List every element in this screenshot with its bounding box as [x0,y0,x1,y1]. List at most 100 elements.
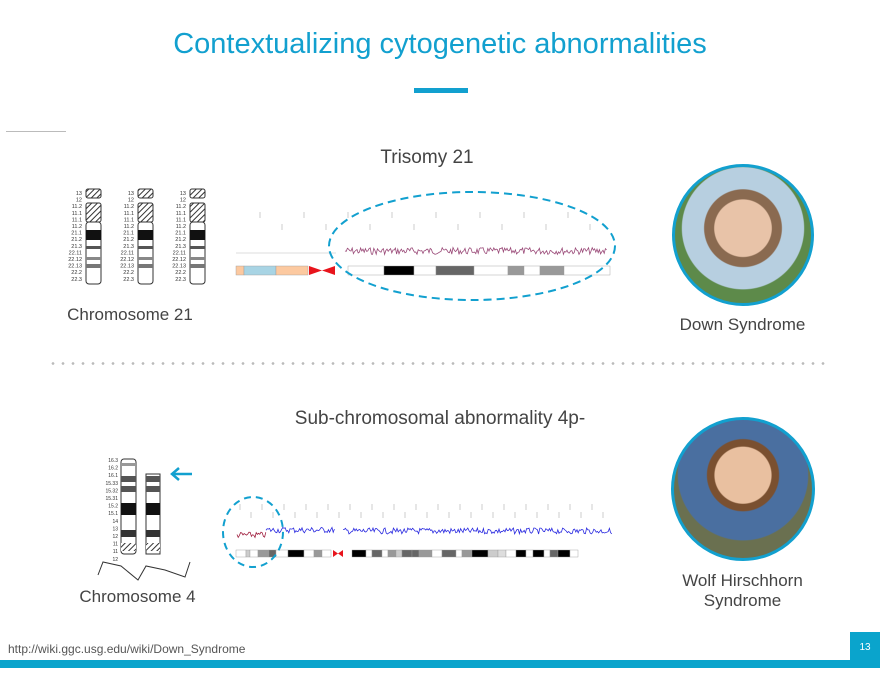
band [86,264,101,268]
band-label: 13 [112,526,118,532]
trisomy-highlight-ellipse [328,191,616,301]
copy-number-trace [343,526,613,536]
arrow-left-icon [170,467,192,481]
band-label: 12 [112,534,118,540]
source-url-link[interactable]: http://wiki.ggc.usg.edu/wiki/Down_Syndro… [8,642,246,656]
band-label: 15.2 [108,504,118,510]
down-syndrome-label: Down Syndrome [679,315,806,334]
band [138,257,153,260]
band-label: 11.1 [124,211,134,217]
ideogram-band [455,549,463,558]
slide-title: Contextualizing cytogenetic abnormalitie… [173,28,707,60]
ideogram-band [351,549,367,558]
band-label: 15.31 [105,496,118,502]
band [138,230,153,240]
ideogram-band [473,265,509,276]
band [121,503,136,515]
band [86,230,101,240]
band-label: 21.3 [175,244,186,250]
band-label: 21.2 [71,237,82,243]
satellite [137,188,154,199]
band-label: 22.2 [123,270,134,276]
band-label: 22.13 [172,264,186,270]
chromosome-4-ideogram: 16.316.216.115.3315.3215.3115.215.114131… [97,458,191,581]
band-label: 15.33 [105,481,118,487]
trisomy-heading: Trisomy 21 [380,147,474,168]
ideogram-band [461,549,473,558]
band-label: 11 [113,549,118,555]
footer-bar [0,660,880,668]
copy-number-trace [265,526,335,534]
deletion-array-plot [235,504,613,558]
band [190,264,205,268]
band-label: 22.3 [175,277,186,283]
band-label: 21.3 [71,244,82,250]
short-arm [189,202,206,223]
wolf-hirschhorn-photo [671,417,815,561]
ideogram-band [413,265,437,276]
centromere [121,543,136,551]
band-label: 11.2 [176,204,186,210]
deleted-trace [236,531,267,539]
ideogram-band [387,549,397,558]
band-label: 11.1 [72,217,82,223]
centromere [333,550,343,557]
band-label: 22.13 [120,264,134,270]
band-label: 22.3 [71,277,82,283]
band [121,476,136,482]
band-label: 11.1 [124,217,134,223]
band-label: 22.3 [123,277,134,283]
chromosome-4-label: Chromosome 4 [79,587,196,606]
ideogram-band [418,549,433,558]
ideogram-band [435,265,475,276]
ideogram-band [371,549,383,558]
ideogram-band [543,549,551,558]
ideogram-band [563,265,611,276]
band-label: 15.32 [105,488,118,494]
band [86,246,101,249]
band-label: 21.1 [71,231,82,237]
band-label: 13 [128,191,134,197]
band [146,486,160,492]
band-label: 22.12 [172,257,186,263]
ideogram-band [487,549,499,558]
band-label: 22.13 [68,264,82,270]
band-label: 12 [76,198,82,204]
band-label: 12 [128,198,134,204]
ideogram-band [235,549,247,558]
ideogram-band [471,549,489,558]
down-syndrome-photo [672,164,814,306]
wolf-hirschhorn-label-line1: Wolf Hirschhorn [682,571,803,590]
ideogram-band [365,549,373,558]
band-label: 14 [112,519,118,525]
band [190,230,205,240]
ideogram-band [411,549,420,558]
band-label: 22.2 [175,270,186,276]
wolf-hirschhorn-label-line2: Syndrome [703,591,782,610]
ideogram-band [431,549,443,558]
ideogram-band [245,549,251,558]
band [146,530,160,537]
band-label: 11.2 [124,204,134,210]
ideogram-band [243,265,277,276]
tiny-caption [6,131,66,133]
ideogram-band [303,549,315,558]
ideogram-band [557,549,571,558]
band-label: 11.1 [176,217,186,223]
ideogram-band [401,549,413,558]
band-label: 22.11 [69,250,82,256]
chromosome-21-ideograms: 131211.211.111.111.221.121.221.322.1122.… [68,188,206,285]
ideogram-band [497,549,507,558]
band [121,463,136,466]
band-label: 21.2 [175,237,186,243]
title-underline [414,88,468,93]
ideogram-band [321,549,332,558]
ideogram-band [525,549,534,558]
band-label: 22.12 [120,257,134,263]
band-label: 22.12 [68,257,82,263]
band-label: 11.2 [72,224,82,230]
satellite [189,188,206,199]
ideogram-band [235,265,245,276]
